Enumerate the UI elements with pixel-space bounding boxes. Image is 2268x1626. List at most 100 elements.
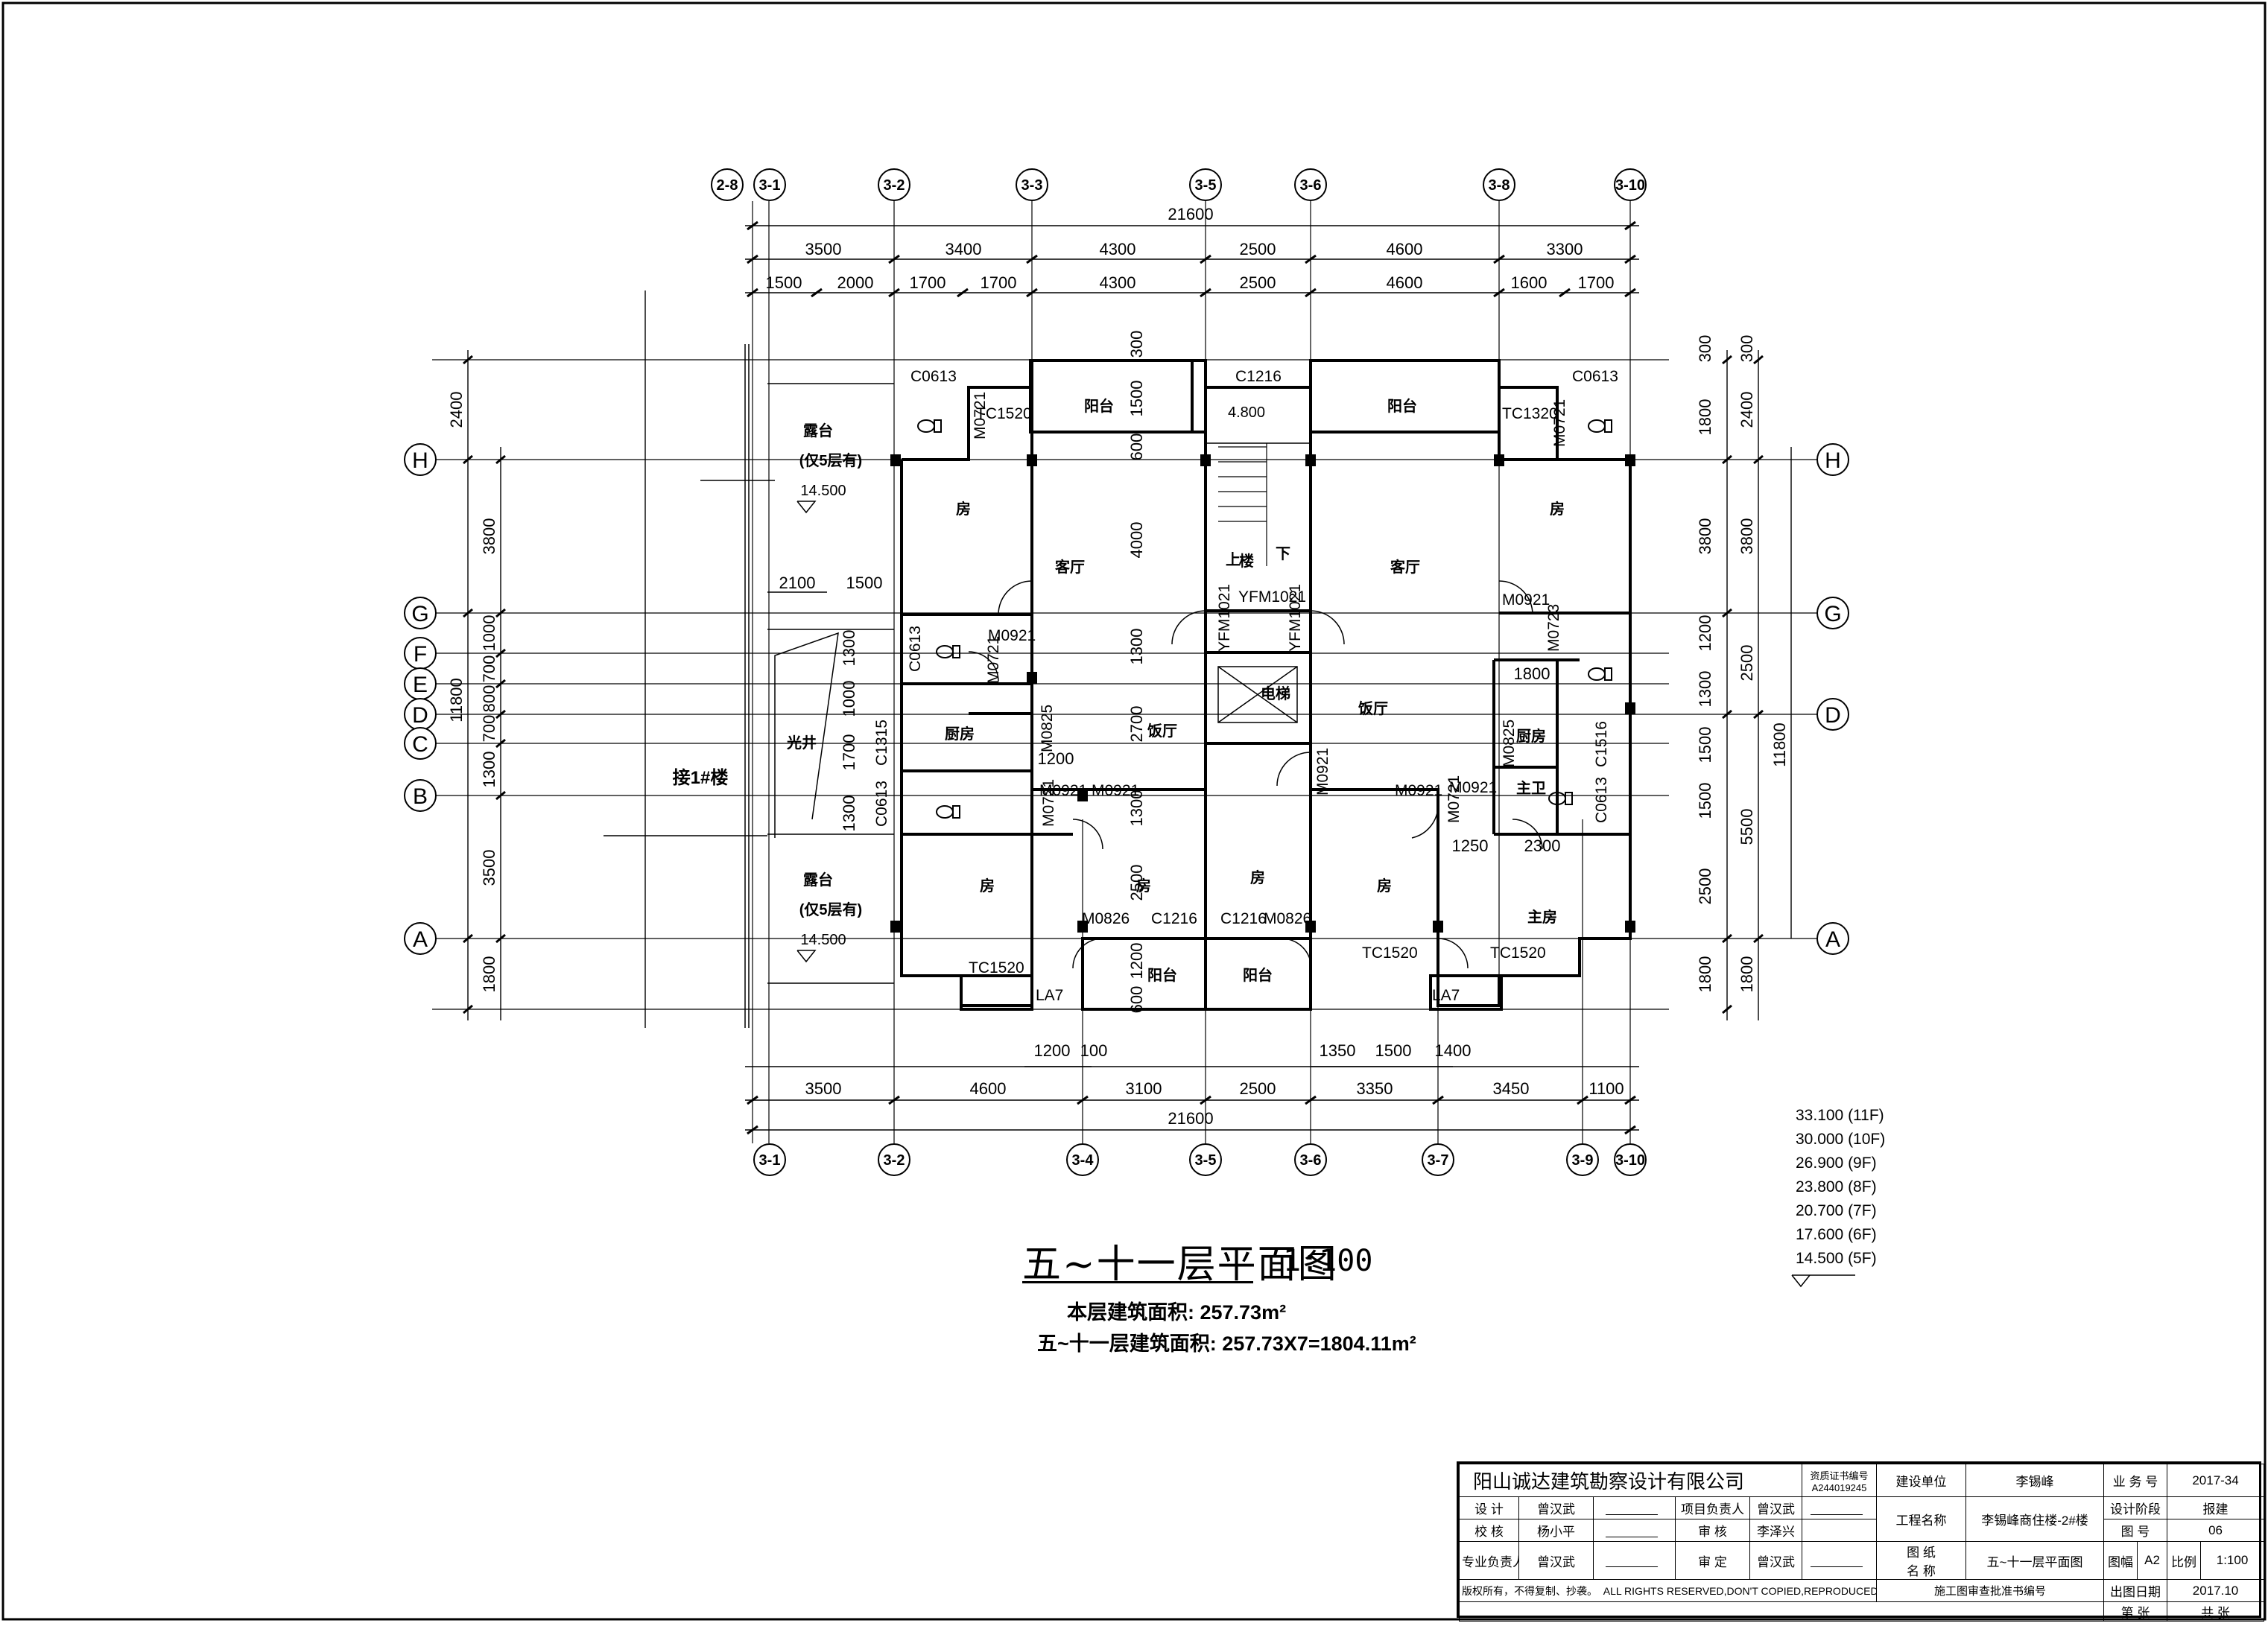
code-c0613-tr: C0613 — [1572, 368, 1618, 385]
dim-bot-1: 4600 — [970, 1079, 1007, 1098]
tb-sheet-no-label: 图 号 — [2103, 1519, 2168, 1542]
dim-bot-local-3: 1500 — [1375, 1041, 1412, 1060]
code-tc1520-b: TC1520 — [1362, 944, 1418, 962]
dim-right-4: 11800 — [1770, 723, 1789, 767]
code-m0721-b: M0721 — [1551, 399, 1568, 447]
tb-sign-3 — [1593, 1519, 1676, 1542]
dim-left-8: 1800 — [480, 956, 498, 993]
axis-left-4: D — [412, 703, 428, 728]
axis-top-7: 3-10 — [1615, 177, 1645, 194]
code-m0825-a: M0825 — [1039, 705, 1056, 752]
tb-scale: 1:100 — [2200, 1541, 2265, 1580]
axis-top-0: 2-8 — [717, 177, 738, 194]
tb-project-label: 工程名称 — [1876, 1496, 1966, 1542]
room-kitchen-right: 厨房 — [1516, 727, 1546, 745]
tb-footer: 版权所有，不得复制、抄袭。 ALL RIGHTS RESERVED,DON'T … — [1459, 1579, 1877, 1602]
tb-size-label: 图幅 — [2103, 1541, 2138, 1580]
room-stair-label: 楼 — [1239, 553, 1254, 570]
dim-bot-0: 3500 — [805, 1079, 842, 1098]
axis-bottom-7: 3-10 — [1615, 1152, 1645, 1169]
tb-stage-label: 设计阶段 — [2103, 1496, 2168, 1519]
room-elev-top: 14.500 — [800, 483, 846, 499]
dim-left-4: 800 — [480, 685, 498, 713]
code-m0721-c: M0721 — [985, 636, 1002, 684]
tb-drawing-label-2: 名 称 — [1907, 1564, 1936, 1578]
tb-date: 2017.10 — [2167, 1579, 2265, 1602]
tb-row-discipline: 专业负责人 — [1459, 1541, 1519, 1580]
axis-bottom-0: 3-1 — [759, 1152, 781, 1169]
code-la7-a: LA7 — [1036, 987, 1063, 1004]
tb-designer: 曾汉武 — [1518, 1496, 1594, 1519]
room-living-left: 客厅 — [1054, 558, 1085, 576]
dim-left-5: 700 — [480, 715, 498, 743]
elev-5f: 14.500 (5F) — [1796, 1250, 1877, 1267]
dim-kit-3: 2300 — [1524, 836, 1561, 855]
room-bedroom-5: 房 — [1250, 868, 1265, 886]
dim-right-1: 2400 — [1738, 392, 1756, 428]
room-elev-4800: 4.800 — [1228, 404, 1265, 421]
tb-sign-1 — [1593, 1496, 1676, 1519]
room-bedroom-2: 房 — [1550, 500, 1565, 518]
dim-left-3: 700 — [480, 655, 498, 683]
elev-11f: 33.100 (11F) — [1796, 1107, 1884, 1124]
elev-9f: 26.900 (9F) — [1796, 1155, 1877, 1172]
axis-top-3: 3-3 — [1021, 177, 1043, 194]
code-c1216-t: C1216 — [1235, 368, 1282, 385]
toilet-icon — [936, 645, 960, 658]
dim-right-2: 3800 — [1738, 518, 1756, 555]
tb-footer-rights: ALL RIGHTS RESERVED,DON'T COPIED,REPRODU… — [1603, 1584, 1877, 1597]
tb-footer-left: 版权所有，不得复制、抄袭。 — [1462, 1584, 1597, 1597]
bottom-dimension-lines — [745, 1066, 1639, 1135]
dim-bot-local-4: 1400 — [1435, 1041, 1472, 1060]
dim-center-6: 1200 — [1127, 943, 1146, 979]
dim-right-inner-3: 1200 — [1696, 615, 1714, 652]
room-bedroom-6: 房 — [1377, 877, 1392, 895]
tb-date-label: 出图日期 — [2103, 1579, 2168, 1602]
axis-right-3: A — [1825, 927, 1840, 952]
tb-page-2: 共 张 — [2167, 1601, 2265, 1622]
dim-bot-4: 3350 — [1357, 1079, 1393, 1098]
elev-10f: 30.000 (10F) — [1796, 1131, 1886, 1148]
axis-bottom-4: 3-6 — [1300, 1152, 1322, 1169]
room-master-bath: 主卫 — [1516, 779, 1546, 797]
code-c0613-l1: C0613 — [907, 626, 924, 672]
code-c1315: C1315 — [873, 720, 890, 766]
axis-left-7: A — [413, 927, 428, 952]
tb-sign-6 — [1802, 1541, 1877, 1580]
dim-right-inner-1: 1800 — [1696, 399, 1714, 436]
room-living-right: 客厅 — [1390, 558, 1420, 576]
drawing-title: 五~十一层平面图 — [1022, 1242, 1338, 1287]
title-underline — [1022, 1281, 1253, 1283]
room-elev-bottom: 14.500 — [800, 932, 846, 948]
elevation-list: 33.100 (11F) 30.000 (10F) 26.900 (9F) 23… — [1796, 1107, 1885, 1274]
dim-right-inner-5: 1500 — [1696, 727, 1714, 763]
tb-row-design: 设 计 — [1459, 1496, 1519, 1519]
axis-right-1: G — [1824, 602, 1841, 626]
dim-top-r2-5: 2500 — [1240, 273, 1276, 292]
axis-top-1: 3-1 — [759, 177, 781, 194]
tb-client-label: 建设单位 — [1876, 1464, 1966, 1497]
tb-drawing-name: 五~十一层平面图 — [1966, 1541, 2104, 1580]
axis-top-4: 3-5 — [1195, 177, 1217, 194]
dim-right-inner-8: 1800 — [1696, 956, 1714, 993]
code-m0723: M0723 — [1545, 604, 1562, 652]
tb-checker: 杨小平 — [1518, 1519, 1594, 1542]
tb-drawing-label-1: 图 纸 — [1907, 1546, 1936, 1560]
dim-well-1: 1500 — [846, 574, 883, 592]
room-dining-left: 饭厅 — [1147, 722, 1177, 740]
tb-reviewer: 李泽兴 — [1749, 1519, 1802, 1542]
dim-left-7: 3500 — [480, 850, 498, 886]
room-balcony-left: 阳台 — [1084, 397, 1114, 415]
top-dimension-lines — [745, 220, 1639, 298]
tb-cert-label: 资质证书编号 — [1810, 1470, 1869, 1481]
dim-right-3: 2500 — [1738, 645, 1756, 682]
code-m0721-e: M0721 — [1445, 775, 1463, 823]
toilet-icon — [917, 419, 942, 433]
code-tc1520-t: TC1520 — [976, 405, 1032, 422]
tb-project: 李锡峰商住楼-2#楼 — [1966, 1496, 2104, 1542]
dim-top-r1-5: 3300 — [1547, 240, 1583, 258]
tb-sign-5 — [1593, 1541, 1676, 1580]
dim-right-0: 300 — [1738, 335, 1756, 363]
